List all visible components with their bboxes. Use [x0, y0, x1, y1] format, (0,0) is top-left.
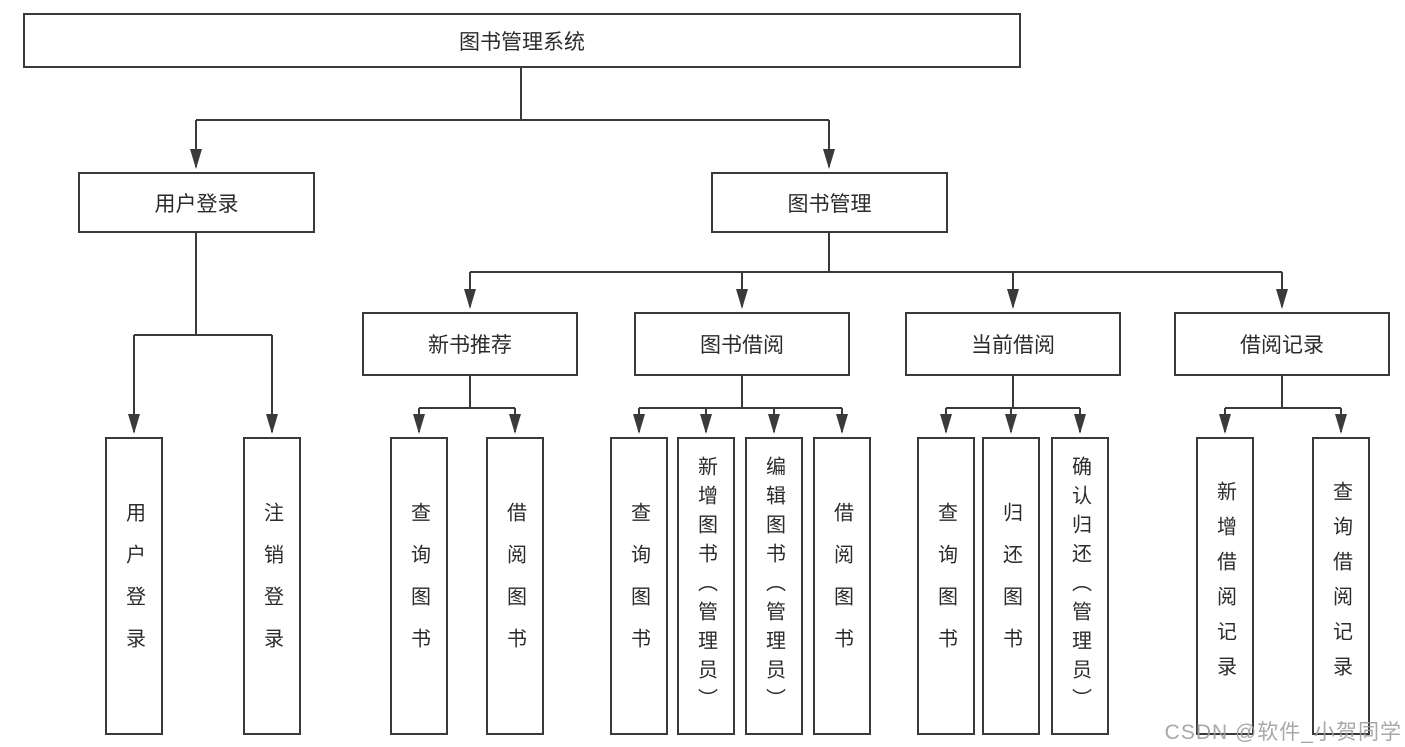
node-label: 注销登录 [260, 502, 283, 670]
node-label: 图书借阅 [700, 334, 784, 357]
node-label: 查询图书 [934, 502, 957, 670]
wire-book-borrow-split [639, 376, 842, 409]
node-leaf-query-borrow-record: 查询借阅记录 [1312, 437, 1370, 735]
wire-new-book-rec-split [419, 376, 515, 409]
node-label: 新增借阅记录 [1213, 481, 1236, 691]
node-label: 借阅图书 [830, 502, 853, 670]
node-leaf-borrow-book-2: 借阅图书 [813, 437, 871, 735]
node-leaf-query-book-1: 查询图书 [390, 437, 448, 735]
node-book-borrowing: 图书借阅 [634, 312, 850, 376]
node-user-login: 用户登录 [78, 172, 315, 233]
wire-borrow-records-split [1225, 376, 1341, 409]
node-label: 用户登录 [122, 502, 145, 670]
wire-root-split [196, 68, 829, 121]
node-label: 查询图书 [627, 502, 650, 670]
node-label: 编辑图书（管理员） [762, 455, 785, 717]
node-label: 借阅记录 [1240, 334, 1324, 357]
node-label: 查询借阅记录 [1329, 481, 1352, 691]
node-label: 当前借阅 [971, 334, 1055, 357]
wire-user-login-split [134, 233, 272, 336]
node-label: 图书管理 [787, 192, 872, 216]
wire-current-borrow-split [946, 376, 1080, 409]
node-label: 新书推荐 [428, 334, 512, 357]
node-label: 查询图书 [407, 502, 430, 670]
node-label: 用户登录 [154, 192, 239, 216]
node-new-book-recommend: 新书推荐 [362, 312, 578, 376]
node-library-system: 图书管理系统 [23, 13, 1021, 68]
node-label: 图书管理系统 [459, 30, 585, 54]
node-leaf-query-book-2: 查询图书 [610, 437, 668, 735]
node-current-borrowing: 当前借阅 [905, 312, 1121, 376]
node-leaf-borrow-book-1: 借阅图书 [486, 437, 544, 735]
node-label: 确认归还（管理员） [1068, 455, 1091, 717]
node-leaf-add-borrow-record: 新增借阅记录 [1196, 437, 1254, 735]
node-label: 新增图书（管理员） [694, 455, 717, 717]
wire-book-mgmt-split [470, 233, 1282, 273]
node-label: 归还图书 [999, 502, 1022, 670]
node-borrowing-records: 借阅记录 [1174, 312, 1390, 376]
node-leaf-return-book: 归还图书 [982, 437, 1040, 735]
node-leaf-add-book-admin: 新增图书（管理员） [677, 437, 735, 735]
node-label: 借阅图书 [503, 502, 526, 670]
csdn-watermark: CSDN @软件_小贺同学 [1164, 721, 1402, 744]
node-book-management: 图书管理 [711, 172, 948, 233]
node-leaf-confirm-return-admin: 确认归还（管理员） [1051, 437, 1109, 735]
node-leaf-user-login: 用户登录 [105, 437, 163, 735]
node-leaf-edit-book-admin: 编辑图书（管理员） [745, 437, 803, 735]
node-leaf-query-book-3: 查询图书 [917, 437, 975, 735]
node-leaf-logout: 注销登录 [243, 437, 301, 735]
